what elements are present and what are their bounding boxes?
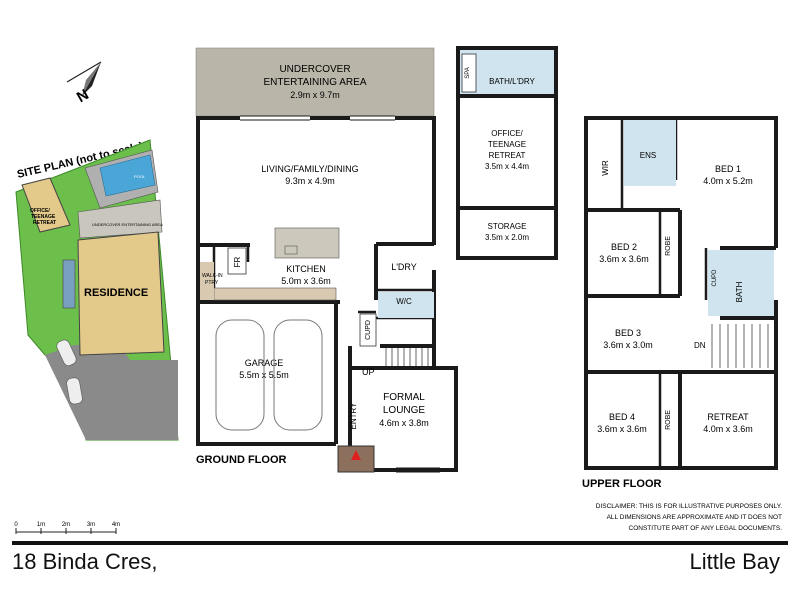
disclaimer-line-1: DISCLAIMER: THIS IS FOR ILLUSTRATIVE PUR… [596, 503, 782, 510]
bed4-name: BED 4 [609, 412, 635, 422]
site-office-line-2: TEENAGE [31, 214, 56, 220]
entertaining-area [195, 47, 435, 117]
kitchen-size: 5.0m x 3.6m [281, 276, 331, 286]
lounge-size: 4.6m x 3.8m [379, 418, 429, 428]
disclaimer-line-3: CONSTITUTE PART OF ANY LEGAL DOCUMENTS. [629, 525, 783, 532]
storage-name: STORAGE [488, 222, 527, 231]
wc-floor [378, 292, 434, 318]
site-car-2 [66, 377, 83, 405]
bed2-name: BED 2 [611, 242, 637, 252]
lounge-name-1: FORMAL [383, 392, 425, 403]
footer-divider [12, 541, 788, 545]
scale-label-3: 3m [87, 522, 95, 528]
scale-label-2: 2m [62, 522, 70, 528]
site-residence-label: RESIDENCE [84, 287, 148, 299]
scale-label-4: 4m [112, 522, 120, 528]
pantry-label-2: PTRY [205, 280, 219, 286]
entry-marker-icon [351, 450, 361, 460]
cupd-label: CUPD [365, 320, 372, 340]
entry-label: ENTRY [349, 402, 358, 430]
site-car-1 [56, 339, 77, 366]
spa-bath [461, 53, 477, 93]
spa-label: SPA [465, 67, 471, 79]
bed1-name: BED 1 [715, 164, 741, 174]
ground-floor: UNDERCOVER ENTERTAINING AREA 2.9m x 9.7m [195, 47, 458, 473]
bed3-size: 3.6m x 3.0m [603, 340, 653, 350]
pantry-label-1: WALK-IN [202, 273, 223, 279]
bed1-size: 4.0m x 5.2m [703, 176, 753, 186]
detached-office: SPA BATH/L'DRY OFFICE/ TEENAGE RETREAT 3… [456, 46, 558, 260]
north-label: N [74, 86, 92, 106]
scale-label-1: 1m [37, 522, 45, 528]
laundry-label: L'DRY [391, 262, 417, 272]
storage-size: 3.5m x 2.0m [485, 233, 529, 242]
living-size: 9.3m x 4.9m [285, 176, 335, 186]
upper-floor-heading: UPPER FLOOR [582, 478, 662, 490]
cooktop [284, 245, 298, 255]
site-residence [77, 231, 165, 356]
cupd-box [359, 313, 377, 347]
office-name-2: TEENAGE [488, 140, 526, 149]
scale-bar: 0 1m 2m 3m 4m [14, 522, 120, 534]
lounge-name-2: LOUNGE [383, 405, 426, 416]
up-label: UP [362, 367, 375, 377]
ensuite-floor [624, 120, 676, 186]
office-size: 3.5m x 4.4m [485, 162, 529, 171]
bed4-robe-label: ROBE [665, 410, 672, 430]
wc-label: W/C [396, 297, 412, 306]
site-office [21, 177, 71, 233]
address-suburb: Little Bay [689, 549, 781, 574]
site-driveway [45, 345, 178, 440]
ground-stairs [385, 348, 429, 366]
kitchen-bench [213, 287, 337, 301]
north-arrow: N [66, 61, 102, 106]
scale-label-0: 0 [14, 522, 18, 528]
site-office-line-1: OFFICE/ [30, 208, 50, 214]
address-street: 18 Binda Cres, [12, 549, 158, 574]
garage-car-2 [273, 319, 323, 431]
garage-car-1 [215, 319, 265, 431]
entertaining-name-2: ENTERTAINING AREA [264, 77, 367, 88]
bath-ldry-label: BATH/L'DRY [489, 77, 535, 86]
site-pool-label: POOL [134, 174, 146, 179]
upper-stairs [711, 324, 769, 368]
site-side-path [62, 259, 76, 309]
bed2-size: 3.6m x 3.6m [599, 254, 649, 264]
site-pool [99, 154, 156, 197]
disclaimer: DISCLAIMER: THIS IS FOR ILLUSTRATIVE PUR… [596, 503, 782, 532]
retreat-name: RETREAT [707, 412, 749, 422]
site-undercover-label: UNDERCOVER ENTERTAINING AREA [92, 222, 163, 227]
disclaimer-line-2: ALL DIMENSIONS ARE APPROXIMATE AND IT DO… [607, 514, 782, 521]
office-name-3: RETREAT [489, 151, 526, 160]
entertaining-name-1: UNDERCOVER [279, 64, 350, 75]
ground-floor-heading: GROUND FLOOR [196, 454, 286, 466]
kitchen-name: KITCHEN [286, 264, 326, 274]
living-name: LIVING/FAMILY/DINING [261, 164, 358, 174]
bed2-robe-label: ROBE [665, 236, 672, 256]
pantry-floor [200, 262, 214, 300]
wir-label: WIR [601, 160, 610, 176]
dn-label: DN [694, 341, 706, 350]
entertaining-size: 2.9m x 9.7m [290, 90, 340, 100]
upper-floor: WIR ENS BED 1 4.0m x 5.2m BED 2 3.6m x 3… [582, 116, 778, 490]
ensuite-label: ENS [640, 151, 656, 160]
bed4-size: 3.6m x 3.6m [597, 424, 647, 434]
fridge-space [227, 247, 247, 275]
bed3-name: BED 3 [615, 328, 641, 338]
retreat-size: 4.0m x 3.6m [703, 424, 753, 434]
bathroom-floor [708, 250, 774, 316]
bath-label: BATH [735, 281, 744, 302]
site-office-line-3: RETREAT [33, 220, 56, 226]
upper-cupd-label: CUPD [712, 269, 718, 287]
office-name-1: OFFICE/ [491, 129, 523, 138]
site-undercover [77, 199, 163, 239]
site-plan: SITE PLAN (not to scale) OFFICE/ TEENAGE… [15, 139, 179, 441]
fridge-label: FR [233, 256, 242, 267]
kitchen-island [274, 227, 340, 259]
